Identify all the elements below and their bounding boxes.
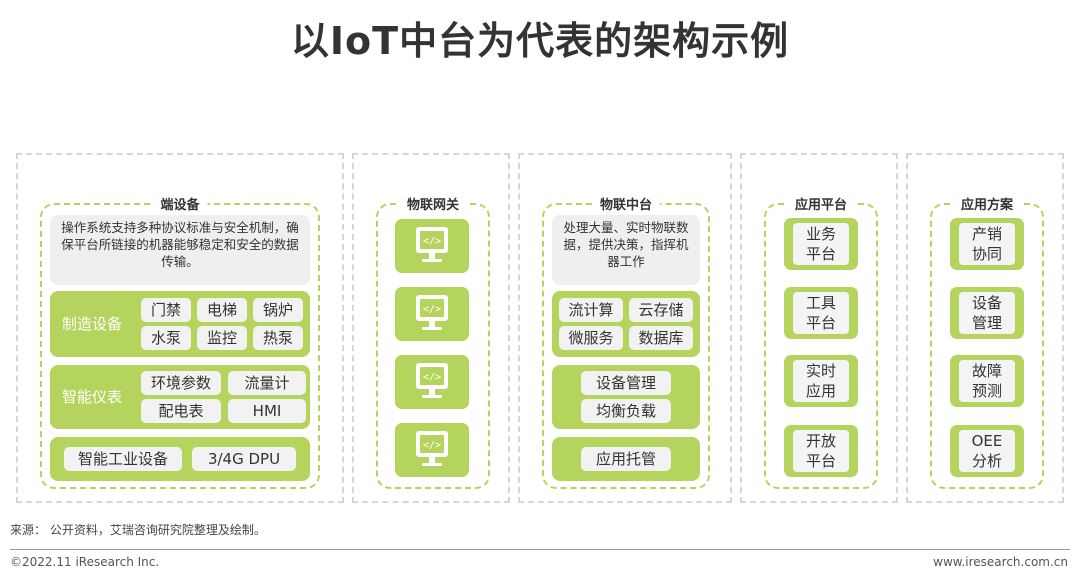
- device-pill: 监控: [197, 326, 247, 350]
- app-solution-tile: 产销协同: [950, 218, 1024, 270]
- device-pill: 锅炉: [253, 298, 303, 322]
- column-gateway: 物联网关 </> </> </> </>: [352, 153, 510, 503]
- column-app-solution: 应用方案 产销协同 设备管理 故障预测 OEE 分析: [906, 153, 1064, 503]
- page-title: 以IoT中台为代表的架构示例: [290, 19, 790, 63]
- website-link[interactable]: www.iresearch.com.cn: [933, 555, 1068, 569]
- middle-pill: 微服务: [559, 326, 623, 350]
- device-pill: 流量计: [228, 371, 306, 395]
- app-platform-panel: 应用平台 业务平台 工具平台 实时应用 开放平台: [764, 194, 878, 489]
- app-solution-title: 应用方案: [952, 194, 1022, 213]
- app-platform-title: 应用平台: [786, 194, 856, 213]
- column-device: 端设备 操作系统支持多种协议标准与安全机制，确保平台所链接的机器能够稳定和安全的…: [16, 153, 344, 503]
- gateway-device: </>: [395, 287, 469, 341]
- svg-text:</>: </>: [423, 372, 441, 383]
- tile-line: 分析: [971, 452, 1002, 470]
- meter-group: 智能仪表 环境参数 流量计 配电表 HMI: [50, 365, 310, 429]
- middle-pill: 应用托管: [581, 447, 671, 471]
- device-panel: 端设备 操作系统支持多种协议标准与安全机制，确保平台所链接的机器能够稳定和安全的…: [40, 194, 320, 489]
- tile-line: 协同: [971, 245, 1002, 263]
- copyright: ©2022.11 iResearch Inc.: [10, 555, 160, 569]
- tile-line: 设备: [971, 294, 1002, 312]
- monitor-code-icon: </>: [416, 363, 448, 398]
- middle-group-hosting: 应用托管: [552, 437, 700, 481]
- middle-panel: 物联中台 处理大量、实时物联数据，提供决策，指挥机器工作 流计算 云存储 微服务…: [542, 194, 710, 489]
- manufacturing-group: 制造设备 门禁 电梯 锅炉 水泵 监控 热泵: [50, 291, 310, 357]
- tile-line: 平台: [805, 452, 836, 470]
- svg-text:</>: </>: [423, 304, 441, 315]
- monitor-code-icon: </>: [416, 295, 448, 330]
- device-pill: 电梯: [197, 298, 247, 322]
- tile-line: 应用: [805, 382, 836, 400]
- device-pill: HMI: [228, 399, 306, 423]
- tile-line: 管理: [971, 314, 1002, 332]
- industrial-group: 智能工业设备 3/4G DPU: [50, 437, 310, 481]
- app-platform-tile: 开放平台: [784, 425, 858, 477]
- svg-text:</>: </>: [423, 440, 441, 451]
- tile-line: 平台: [805, 245, 836, 263]
- tile-line: 业务: [805, 225, 836, 243]
- tile-line: 工具: [805, 294, 836, 312]
- gateway-title: 物联网关: [398, 194, 468, 213]
- app-solution-tile: OEE 分析: [950, 425, 1024, 477]
- app-solution-tile: 设备管理: [950, 287, 1024, 339]
- gateway-device: </>: [395, 423, 469, 477]
- column-app-platform: 应用平台 业务平台 工具平台 实时应用 开放平台: [740, 153, 898, 503]
- app-platform-tile: 实时应用: [784, 355, 858, 407]
- middle-pill: 云存储: [629, 298, 693, 322]
- gateway-device: </>: [395, 219, 469, 273]
- device-pill: 智能工业设备: [64, 447, 182, 471]
- middle-title: 物联中台: [591, 194, 661, 213]
- tile-line: OEE: [971, 432, 1003, 450]
- app-platform-tile: 业务平台: [784, 218, 858, 270]
- app-solution-tile: 故障预测: [950, 355, 1024, 407]
- device-pill: 配电表: [141, 399, 221, 423]
- app-platform-tile: 工具平台: [784, 287, 858, 339]
- device-pill: 3/4G DPU: [192, 447, 296, 471]
- source-note: 来源： 公开资料，艾瑞咨询研究院整理及绘制。: [10, 523, 266, 537]
- gateway-device: </>: [395, 355, 469, 409]
- middle-pill: 流计算: [559, 298, 623, 322]
- middle-group-manage: 设备管理 均衡负载: [552, 365, 700, 429]
- tile-line: 平台: [805, 314, 836, 332]
- gateway-panel: 物联网关 </> </> </> </>: [376, 194, 490, 489]
- manufacturing-label: 制造设备: [62, 315, 123, 333]
- tile-line: 开放: [805, 432, 836, 450]
- middle-group-compute: 流计算 云存储 微服务 数据库: [552, 291, 700, 357]
- monitor-code-icon: </>: [416, 431, 448, 466]
- middle-description: 处理大量、实时物联数据，提供决策，指挥机器工作: [552, 215, 700, 285]
- footer-divider: [10, 549, 1070, 550]
- device-pill: 环境参数: [141, 371, 221, 395]
- app-solution-panel: 应用方案 产销协同 设备管理 故障预测 OEE 分析: [930, 194, 1044, 489]
- device-pill: 水泵: [141, 326, 191, 350]
- tile-line: 故障: [971, 362, 1002, 380]
- middle-pill: 数据库: [629, 326, 693, 350]
- device-title: 端设备: [152, 194, 208, 213]
- device-pill: 热泵: [253, 326, 303, 350]
- device-description: 操作系统支持多种协议标准与安全机制，确保平台所链接的机器能够稳定和安全的数据传输…: [50, 215, 310, 285]
- monitor-code-icon: </>: [416, 227, 448, 262]
- column-middle-platform: 物联中台 处理大量、实时物联数据，提供决策，指挥机器工作 流计算 云存储 微服务…: [518, 153, 732, 503]
- middle-pill: 均衡负载: [581, 399, 671, 423]
- tile-line: 产销: [971, 225, 1002, 243]
- device-pill: 门禁: [141, 298, 191, 322]
- middle-pill: 设备管理: [581, 371, 671, 395]
- tile-line: 实时: [805, 362, 836, 380]
- svg-text:</>: </>: [423, 236, 441, 247]
- meter-label: 智能仪表: [62, 388, 123, 406]
- tile-line: 预测: [971, 382, 1002, 400]
